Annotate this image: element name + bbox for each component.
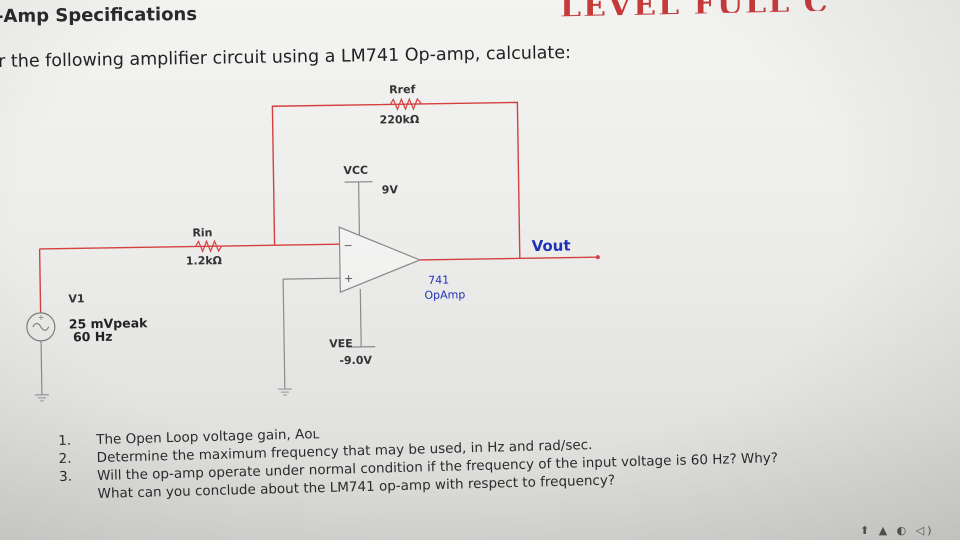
rref-label: Rref: [389, 83, 416, 96]
vee-label: VEE: [329, 337, 353, 350]
rref-resistor: [389, 97, 422, 111]
source-frequency: 60 Hz: [73, 329, 113, 345]
rref-value: 220kΩ: [380, 113, 420, 127]
output-node: [595, 255, 600, 260]
output-wire: [419, 256, 596, 261]
svg-text:+: +: [38, 313, 45, 322]
vcc-supply-wire: [358, 181, 361, 235]
opamp-triangle: [338, 226, 422, 294]
noninverting-input-wire: [282, 277, 341, 390]
vcc-value: 9V: [382, 183, 399, 196]
source-bottom-wire: [40, 340, 43, 395]
source-amplitude: 25 mVpeak: [69, 315, 149, 331]
question-number: 2.: [58, 450, 72, 467]
source-top-wire: [38, 248, 42, 313]
question-number: 1.: [58, 432, 72, 449]
vee-supply-wire: [359, 288, 362, 347]
opamp-minus-sign: −: [343, 239, 352, 252]
question-number: 3.: [58, 468, 73, 485]
source-label: V1: [68, 292, 84, 305]
opamp-plus-sign: +: [344, 272, 353, 285]
opamp-model-label: 741: [428, 273, 449, 286]
vcc-label: VCC: [343, 164, 368, 177]
rin-label: Rin: [192, 226, 212, 239]
opamp-type-label: OpAmp: [424, 288, 465, 302]
rin-resistor: [195, 239, 223, 253]
ac-source-symbol: [26, 312, 56, 342]
taskbar-tray-icons[interactable]: ⬆ ▲ ◐ ◁): [860, 524, 935, 537]
feedback-wire: [271, 101, 521, 259]
vee-value: -9.0V: [339, 354, 372, 368]
vout-label: Vout: [531, 237, 570, 256]
rin-value: 1.2kΩ: [186, 254, 223, 268]
ac-sine-icon: [32, 322, 50, 331]
input-wire: [39, 243, 340, 250]
